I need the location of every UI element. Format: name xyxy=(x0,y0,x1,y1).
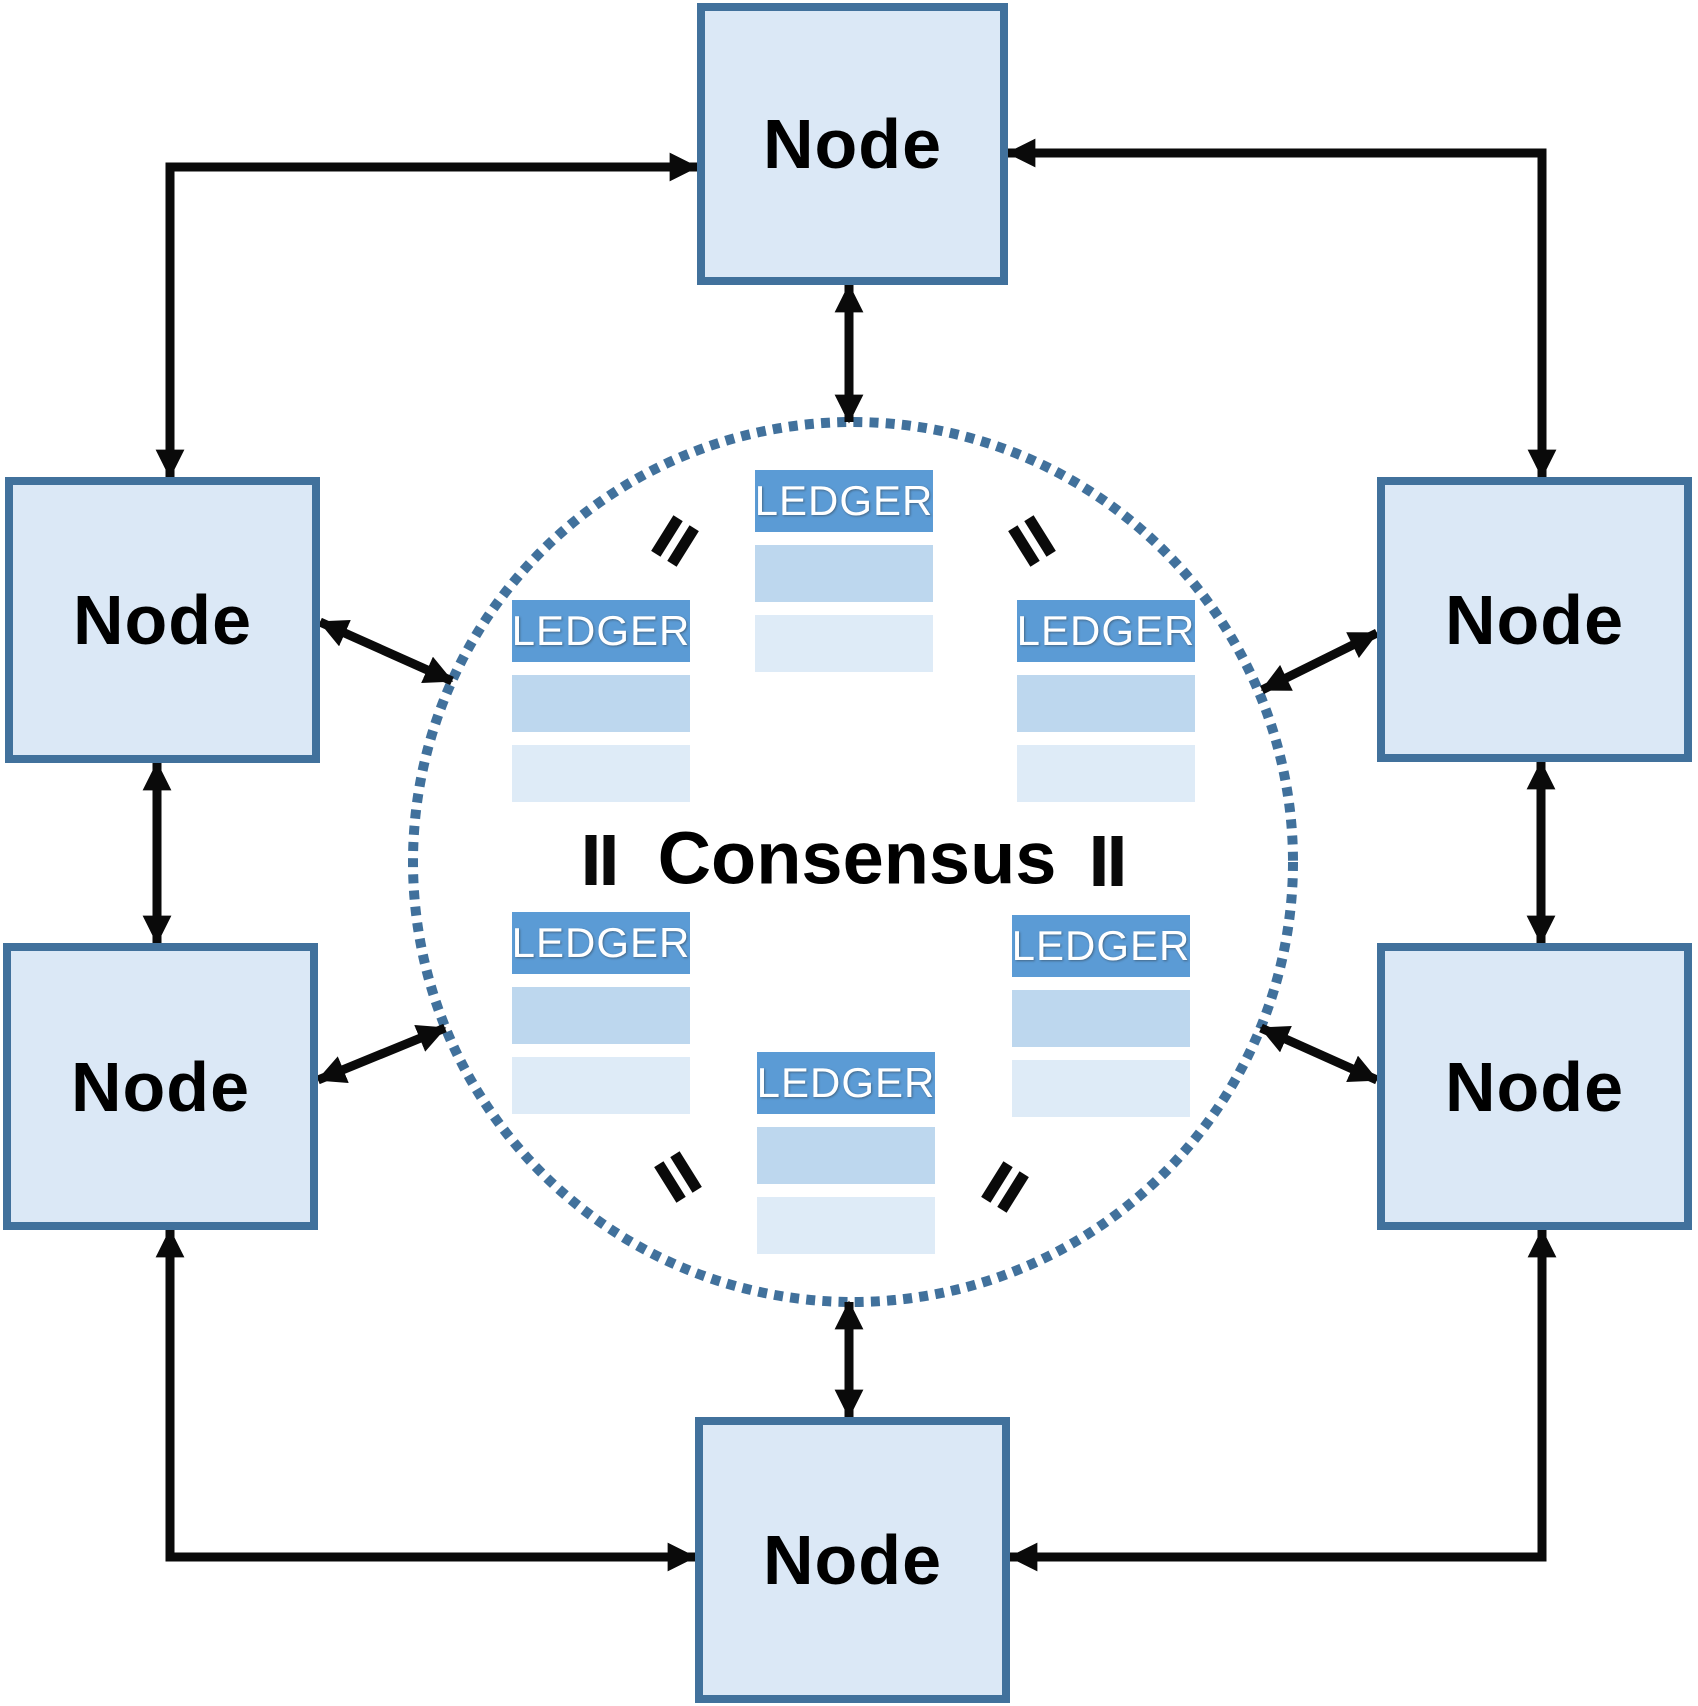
ledger-row xyxy=(755,545,933,602)
ledger-header: LEDGER xyxy=(512,912,690,974)
ledger-row xyxy=(1017,745,1195,802)
connector-top-left-elbow xyxy=(155,152,699,479)
node-label: Node xyxy=(71,1047,250,1126)
ledger-header: LEDGER xyxy=(512,600,690,662)
connector-right-lower-circle xyxy=(1259,1023,1379,1085)
equals-icon-middle-left xyxy=(585,835,615,885)
equals-icon-middle-right xyxy=(1093,836,1123,886)
ledger-row xyxy=(755,615,933,672)
ledger-row xyxy=(512,1057,690,1114)
node-box-right-upper: Node xyxy=(1377,477,1692,762)
node-label: Node xyxy=(1445,580,1624,659)
ledger-row xyxy=(512,987,690,1044)
equals-bar xyxy=(1093,836,1105,886)
ledger-row xyxy=(1012,1060,1190,1117)
node-label: Node xyxy=(763,1521,942,1599)
node-label: Node xyxy=(73,581,252,659)
ledger-row xyxy=(1017,675,1195,732)
ledger-row xyxy=(757,1127,935,1184)
connector-bottom-right-elbow xyxy=(1008,1228,1557,1572)
node-box-right-lower: Node xyxy=(1377,943,1692,1230)
consensus-circle-border xyxy=(408,417,1298,1307)
connector-top-right-elbow xyxy=(1006,138,1557,479)
connector-bottom-left-elbow xyxy=(155,1228,697,1572)
ledger-header: LEDGER xyxy=(1012,915,1190,977)
connector-right-upper-circle xyxy=(1260,628,1379,695)
node-label: Node xyxy=(763,105,942,183)
node-box-left-upper: Node xyxy=(5,477,320,763)
node-box-bottom: Node xyxy=(695,1417,1010,1703)
node-box-top: Node xyxy=(697,3,1008,285)
equals-bar xyxy=(603,835,615,885)
ledger-table-right: LEDGER xyxy=(1017,600,1195,815)
connector-left-lower-circle xyxy=(316,1023,447,1085)
ledger-header: LEDGER xyxy=(755,470,933,532)
ledger-table-top: LEDGER xyxy=(755,470,933,685)
ledger-row xyxy=(512,745,690,802)
node-label: Node xyxy=(1445,1047,1624,1126)
consensus-label: Consensus xyxy=(657,816,1057,900)
ledger-header: LEDGER xyxy=(1017,600,1195,662)
equals-bar xyxy=(585,835,597,885)
equals-bar xyxy=(1111,836,1123,886)
ledger-table-bottom-left: LEDGER xyxy=(512,912,690,1127)
ledger-row xyxy=(512,675,690,732)
ledger-header: LEDGER xyxy=(757,1052,935,1114)
ledger-table-bottom-right: LEDGER xyxy=(1012,915,1190,1130)
ledger-table-bottom-center: LEDGER xyxy=(757,1052,935,1267)
ledger-row xyxy=(1012,990,1190,1047)
node-box-left-lower: Node xyxy=(3,943,318,1230)
connector-left-upper-circle xyxy=(318,617,454,686)
ledger-row xyxy=(757,1197,935,1254)
ledger-table-left: LEDGER xyxy=(512,600,690,815)
